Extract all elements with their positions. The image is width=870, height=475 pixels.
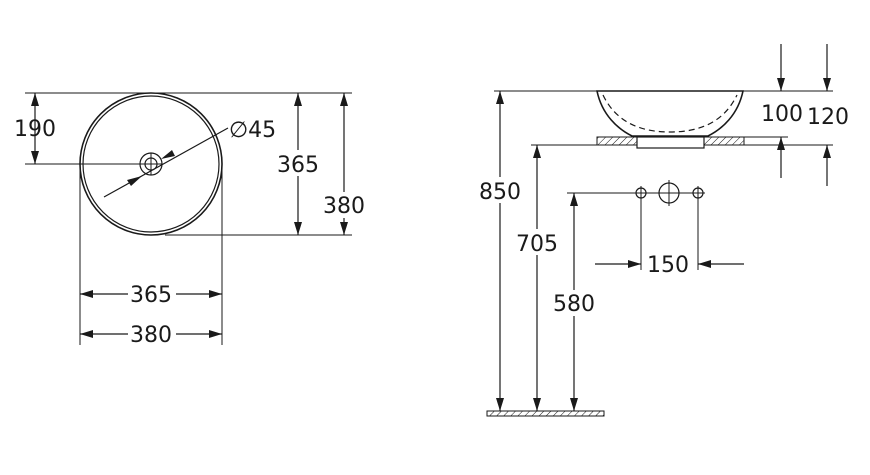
label-190: 190	[14, 117, 56, 142]
countertop-left	[596, 136, 638, 146]
label-120: 120	[807, 105, 849, 130]
dim-line-100	[777, 44, 785, 178]
elevation-view: 850 705 580 150	[478, 44, 849, 417]
dim-line-190	[31, 93, 39, 164]
label-365-horizontal: 365	[130, 283, 172, 308]
label-365-vertical: 365	[277, 153, 319, 178]
basin-inner-contour	[602, 94, 738, 133]
tap-hole-center	[655, 180, 683, 206]
label-diameter-45: ∅45	[229, 118, 276, 143]
dim-line-380-horizontal	[80, 330, 222, 338]
basin-bowl-profile	[596, 90, 744, 137]
floor-slab	[486, 410, 605, 417]
label-150: 150	[647, 253, 689, 278]
dim-line-150	[595, 260, 744, 268]
waste-outlet	[139, 152, 163, 176]
dim-line-705	[533, 145, 541, 411]
tap-hole-left	[634, 186, 648, 200]
label-380-horizontal: 380	[130, 323, 172, 348]
label-850: 850	[479, 180, 521, 205]
label-705: 705	[516, 232, 558, 257]
label-580: 580	[553, 292, 595, 317]
label-100: 100	[761, 102, 803, 127]
dim-leader-diameter	[103, 127, 229, 198]
countertop-right	[703, 136, 745, 146]
dim-line-850	[496, 91, 504, 411]
dim-line-120	[823, 44, 831, 186]
dim-line-365-horizontal	[80, 290, 222, 298]
label-380-vertical: 380	[323, 194, 365, 219]
tap-hole-right	[691, 186, 705, 200]
plan-view: 190 ∅45 365 380 365	[14, 92, 368, 348]
waste-fitting	[636, 136, 705, 149]
